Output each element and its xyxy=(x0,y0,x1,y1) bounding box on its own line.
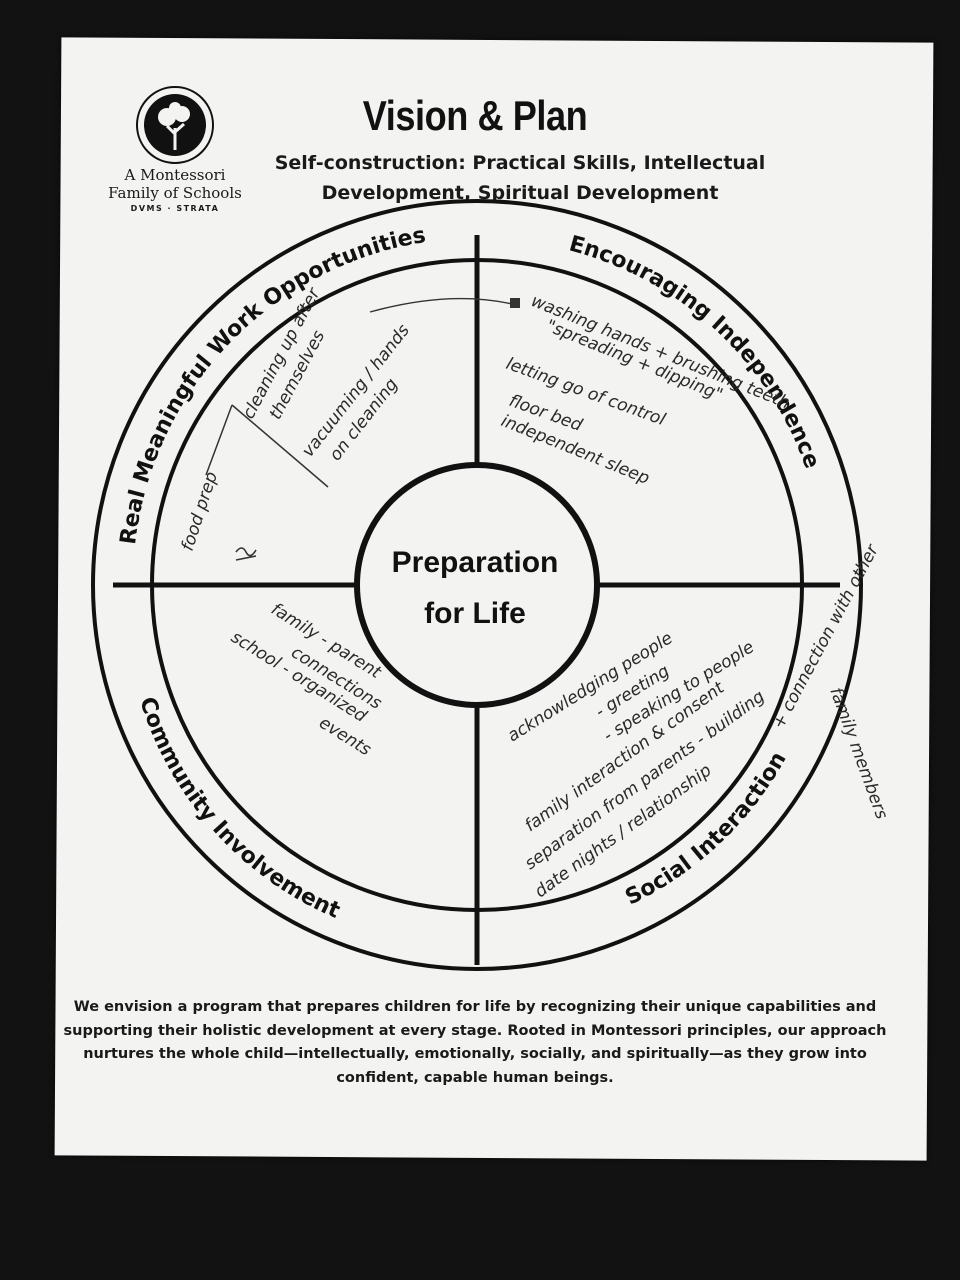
vision-statement: We envision a program that prepares chil… xyxy=(60,996,890,1090)
note-food-prep: food prep xyxy=(178,469,222,553)
svg-text:+ connection with other: + connection with other xyxy=(769,541,884,733)
scribble-mark xyxy=(235,547,257,561)
vision-line-2: supporting their holistic development at… xyxy=(63,1022,887,1039)
logo-line-2: Family of Schools xyxy=(108,184,242,202)
outer-ring xyxy=(91,199,863,971)
logo-schools: DVMS · STRATA xyxy=(130,204,220,213)
vision-line-3: nurtures the whole child—intellectually,… xyxy=(83,1046,867,1062)
subtitle-line-1: Self-construction: Practical Skills, Int… xyxy=(274,152,766,174)
logo-line-1: A Montessori xyxy=(124,166,226,184)
school-logo: A Montessori Family of Schools DVMS · ST… xyxy=(100,84,250,213)
center-label-line-2: for Life xyxy=(424,597,526,630)
page-title: Vision & Plan xyxy=(362,92,588,139)
vision-line-4: confident, capable human beings. xyxy=(336,1069,614,1086)
handwritten-arrow xyxy=(369,297,513,313)
vision-line-1: We envision a program that prepares chil… xyxy=(73,999,877,1015)
center-circle xyxy=(354,462,600,708)
note-connection: + connection with other xyxy=(769,541,884,733)
tree-icon xyxy=(136,86,214,164)
svg-text:food prep: food prep xyxy=(178,469,222,553)
page-subtitle: Self-construction: Practical Skills, Int… xyxy=(255,148,785,208)
svg-text:family members: family members xyxy=(825,685,891,822)
divider-stroke-1 xyxy=(205,404,233,476)
divider-stroke-2 xyxy=(231,404,329,488)
center-label-line-1: Preparation xyxy=(392,546,559,579)
note-family-members: family members xyxy=(825,685,891,822)
note-school-events-line-2: events xyxy=(315,713,374,760)
subtitle-line-2: Development, Spiritual Development xyxy=(321,182,719,204)
arrow-head xyxy=(510,298,520,308)
